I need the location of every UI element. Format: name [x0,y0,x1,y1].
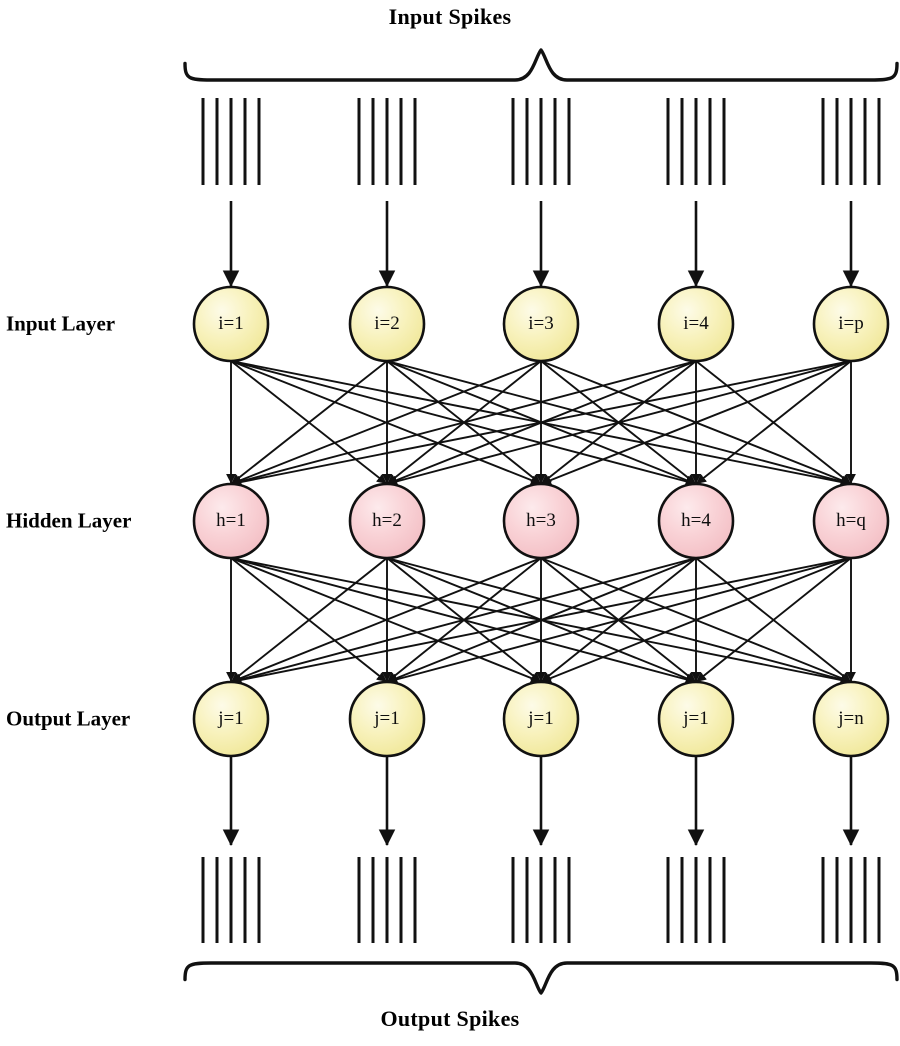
edge-hidden-output [231,557,541,683]
output-node-4[interactable] [657,680,735,758]
edge-input-hidden [541,360,851,485]
input-spike-train-3 [511,98,571,185]
output-spike-trains [201,857,881,943]
output-spike-train-4 [666,857,726,943]
output-spike-train-2 [357,857,417,943]
output-node-1[interactable] [192,680,270,758]
input-spike-train-5 [821,98,881,185]
input-brace-path [183,48,899,82]
edge-hidden-output [696,557,851,683]
network-nodes [192,285,890,758]
input-node-3[interactable] [502,285,580,363]
edge-hidden-output [231,557,387,683]
edge-input-hidden [231,360,387,485]
output-spike-train-1 [201,857,261,943]
layer-label-output: Output Layer [6,706,131,731]
edge-hidden-output [231,557,851,685]
edge-input-hidden [231,360,541,485]
edge-input-hidden [387,360,851,487]
input-spike-train-4 [666,98,726,185]
hidden-node-4[interactable] [657,482,735,560]
hidden-node-2[interactable] [348,482,426,560]
output-spike-train-3 [511,857,571,943]
input-spike-train-2 [357,98,417,185]
input-spikes-title: Input Spikes [388,4,512,29]
output-spikes-title: Output Spikes [380,1006,520,1031]
edge-hidden-output [231,557,696,685]
output-spike-train-5 [821,857,881,943]
input-node-1[interactable] [192,285,270,363]
edge-input-hidden [231,360,851,487]
input-spike-trains [201,98,881,185]
output-node-3[interactable] [502,680,580,758]
edge-input-hidden [696,360,851,485]
output-node-2[interactable] [348,680,426,758]
edge-input-hidden [231,360,696,487]
hidden-node-5[interactable] [812,482,890,560]
input-node-4[interactable] [657,285,735,363]
hidden-node-3[interactable] [502,482,580,560]
edge-hidden-output [387,557,851,685]
input-feed-arrows [222,201,860,287]
output-feed-arrows [222,757,860,846]
output-node-5[interactable] [812,680,890,758]
output-brace-path [183,961,899,995]
hidden-node-1[interactable] [192,482,270,560]
edge-hidden-output [541,557,851,683]
input-node-5[interactable] [812,285,890,363]
input-spikes-brace [183,48,899,82]
edges-hidden-to-output [226,557,856,685]
output-spikes-brace [183,961,899,995]
layer-label-input: Input Layer [6,311,116,336]
input-spike-train-1 [201,98,261,185]
layer-label-hidden: Hidden Layer [6,508,132,533]
edges-input-to-hidden [226,360,856,487]
input-node-2[interactable] [348,285,426,363]
